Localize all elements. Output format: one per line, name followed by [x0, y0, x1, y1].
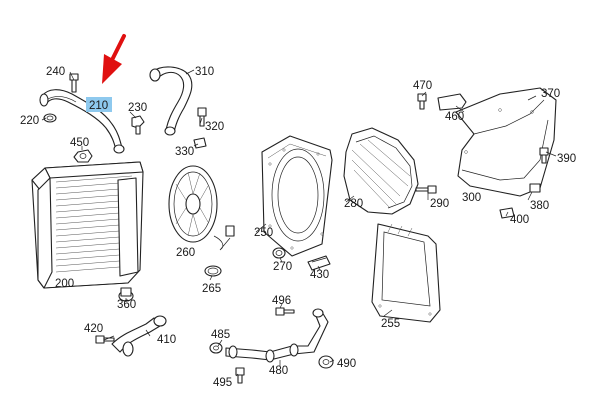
hose-210: [39, 89, 125, 154]
hose-310: [149, 66, 193, 136]
label-310: 310: [195, 66, 214, 78]
bracket-300: [455, 87, 557, 197]
label-290: 290: [430, 198, 449, 210]
leader-lines: [41, 69, 557, 377]
label-420: 420: [84, 323, 103, 335]
label-480: 480: [269, 365, 288, 377]
label-400: 400: [510, 214, 529, 226]
label-450: 450: [70, 137, 89, 149]
pipe-410: [111, 315, 167, 357]
clamp-220: [43, 113, 57, 123]
label-230: 230: [128, 102, 147, 114]
label-320: 320: [205, 121, 224, 133]
bracket-430: [307, 255, 331, 271]
label-330: 330: [175, 146, 194, 158]
nut-450: [73, 149, 93, 163]
fan-260: [168, 165, 235, 251]
highlight-box-210: [86, 97, 112, 112]
pointer-arrow: [102, 34, 126, 84]
shroud-250: [261, 135, 333, 257]
label-300: 300: [462, 192, 481, 204]
bolt-495: [235, 367, 245, 384]
clip-330: [193, 137, 207, 149]
part-labels: 240 210 220 230 310 320 330 450 200 360 …: [20, 66, 576, 389]
label-265: 265: [202, 283, 221, 295]
label-270: 270: [273, 261, 292, 273]
grommet-270: [272, 247, 286, 259]
label-495: 495: [213, 377, 232, 389]
label-370: 370: [541, 88, 560, 100]
label-470: 470: [413, 80, 432, 92]
label-280: 280: [344, 198, 363, 210]
label-430: 430: [310, 269, 329, 281]
label-255: 255: [381, 318, 400, 330]
clip-460: [437, 93, 467, 111]
label-496: 496: [272, 295, 291, 307]
label-460: 460: [445, 111, 464, 123]
clip-400: [499, 207, 515, 219]
bolt-320: [197, 107, 207, 127]
bolt-240: [69, 73, 79, 93]
pipe-480: [225, 308, 329, 363]
label-410: 410: [157, 334, 176, 346]
washer-485: [209, 342, 223, 354]
washer-490: [318, 355, 334, 369]
label-210: 210: [89, 100, 108, 112]
label-200: 200: [55, 278, 74, 290]
label-360: 360: [117, 299, 136, 311]
label-485: 485: [211, 329, 230, 341]
label-390: 390: [557, 153, 576, 165]
clip-380: [529, 183, 541, 193]
clip-230: [131, 115, 145, 135]
label-220: 220: [20, 115, 39, 127]
radiator: [31, 161, 144, 289]
bolt-496: [275, 307, 295, 316]
cover-280: [343, 127, 419, 215]
label-490: 490: [337, 358, 356, 370]
label-380: 380: [530, 200, 549, 212]
bolt-470: [417, 93, 427, 110]
label-250: 250: [254, 227, 273, 239]
clamp-265: [204, 265, 222, 277]
duct-255: [371, 223, 441, 323]
label-240: 240: [46, 66, 65, 78]
bolt-290: [415, 185, 437, 194]
bolt-390: [539, 147, 549, 164]
label-260: 260: [176, 247, 195, 259]
